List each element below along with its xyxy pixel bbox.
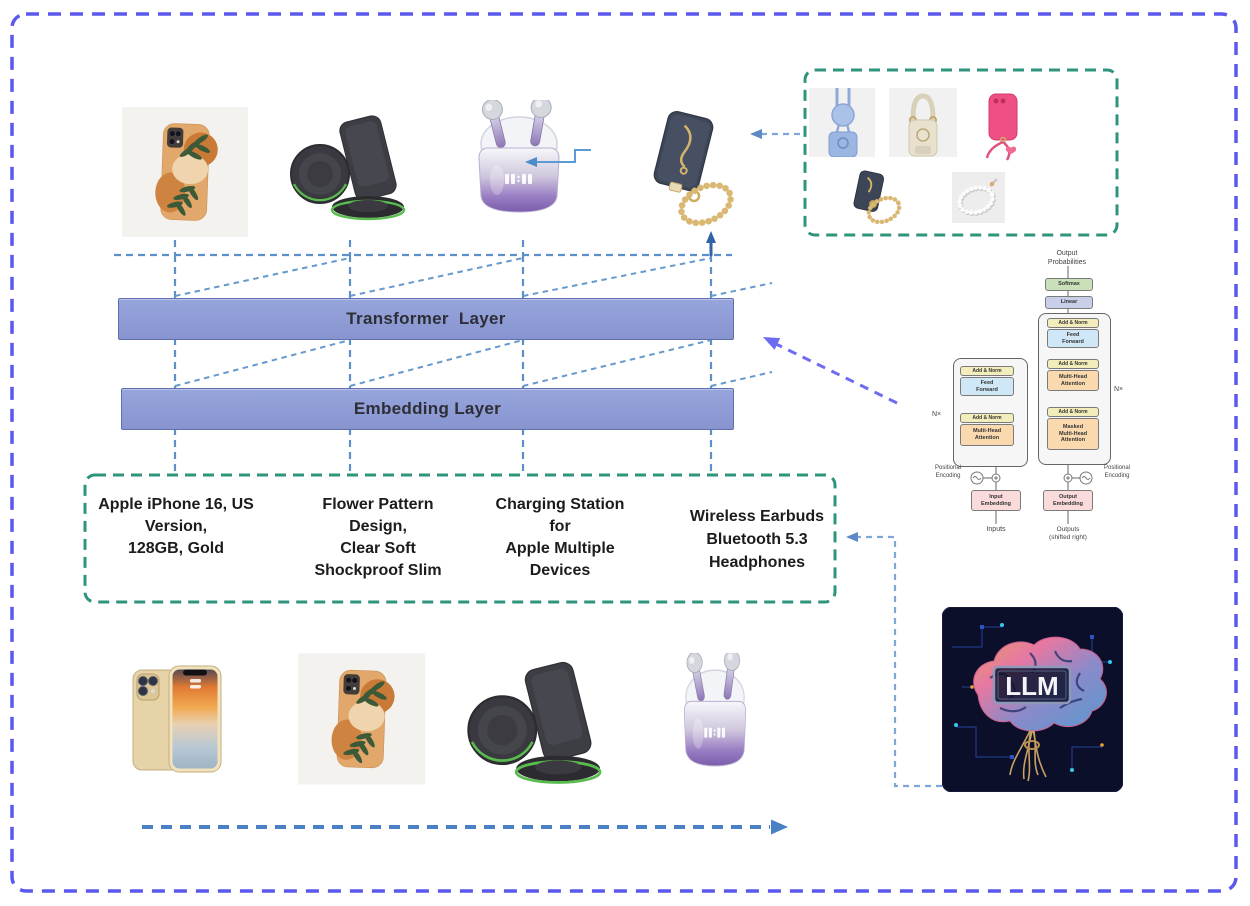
encoder-add-norm-box-2: Add & Norm [960,413,1014,423]
candidate-line: Charging Station [495,496,625,513]
embedding-to-items-verticals [173,428,713,475]
beaded-charm-image [952,172,1005,223]
candidate-line: Apple iPhone 16, US [98,496,254,513]
encoder-feed-forward-box: Feed Forward [960,377,1014,396]
encoder-multi-head-attention-box: Multi-Head Attention [960,424,1014,446]
llm-to-candidates-elbow-line [856,535,942,788]
candidate-line: Wireless Earbuds [689,508,825,525]
decoder-add-norm-box-3: Add & Norm [1047,407,1099,417]
sequence-timeline-arrowhead [771,819,788,835]
candidate-line: 128GB, Gold [127,540,225,557]
candidate-item-earbuds: Wireless Earbuds Bluetooth 5.3 Headphone… [690,505,824,574]
predicted-item-arrowhead [706,231,716,243]
candidate-line: Devices [529,562,591,579]
positional-encoding-label-right: Positional Encoding [1103,465,1130,479]
charging-stand-image-bottom [467,661,602,784]
output-embedding-box: Output Embedding [1043,490,1093,511]
linear-box: Linear [1045,296,1093,309]
flower-case-image [122,107,248,237]
gold-iphone-image [132,665,222,773]
decoder-add-norm-box-2: Add & Norm [1047,359,1099,369]
figure-to-transformer-arrow-line [775,342,898,405]
decoder-feed-forward-box: Feed Forward [1047,329,1099,348]
llm-brain-image: LLM [942,607,1123,792]
beige-strap-case-image [889,88,957,157]
phone-charm-image [653,111,734,227]
candidate-item-charger: Charging Station for Apple Multiple Devi… [496,494,625,582]
candidate-item-case: Flower Pattern Design, Clear Soft Shockp… [314,494,441,582]
candidate-line: Shockproof Slim [314,562,442,579]
decoder-add-norm-box-1: Add & Norm [1047,318,1099,328]
shift-diagonals-upper [174,257,773,297]
outputs-shifted-right-label: Outputs (shifted right) [1049,526,1087,542]
pink-strap-case-image [973,88,1031,162]
shift-diagonals-lower [174,339,773,387]
earbuds-image [478,100,591,213]
encoder-stack-box [953,358,1028,467]
transformer-architecture-figure: Output Probabilities Softmax Linear Add … [930,248,1142,548]
positional-encoding-label-left: Positional Encoding [934,465,961,479]
charging-stand-image [290,115,406,221]
transformer-layer-bar: Transformer Layer [118,298,734,340]
decoder-multi-head-attention-box: Multi-Head Attention [1047,370,1099,391]
candidate-item-iphone: Apple iPhone 16, US Version, 128GB, Gold [98,494,254,560]
candidate-line: for [549,518,571,535]
candidate-line: Headphones [708,554,806,571]
candidate-line: Bluetooth 5.3 [706,531,808,548]
candidate-line: Flower Pattern [322,496,434,513]
masked-multi-head-attention-box: Masked Multi-Head Attention [1047,418,1099,450]
dark-charm-small-image [843,168,910,227]
candidate-line: Apple Multiple [505,540,615,557]
retrieved-to-charm-arrowhead [750,129,762,139]
candidate-line: Design, [349,518,407,535]
positional-encoding-symbols [970,471,1093,485]
outer-dashed-border [10,12,1238,893]
blue-strap-case-image [809,88,875,157]
decoder-n-times-label: N× [1114,386,1124,393]
flower-case-image-bottom [298,653,425,785]
product-to-line-ticks [173,240,525,255]
candidate-line: Version, [144,518,208,535]
softmax-box: Softmax [1045,278,1093,291]
retrieved-items-dashed-box [803,68,1119,237]
llm-label: LLM [1005,671,1058,701]
inputs-label: Inputs [986,526,1006,533]
transformer-to-embedding-verticals [173,338,713,388]
embedding-layer-bar: Embedding Layer [121,388,734,430]
figure-to-transformer-arrowhead [763,337,781,350]
candidate-line: Clear Soft [340,540,416,557]
output-probabilities-label: Output Probabilities [1047,250,1087,266]
earbuds-image-bottom [683,653,747,767]
candidate-items-dashed-box [83,473,837,604]
encoder-add-norm-box-1: Add & Norm [960,366,1014,376]
encoder-n-times-label: N× [932,411,942,418]
input-embedding-box: Input Embedding [971,490,1021,511]
llm-to-candidates-arrowhead [846,532,858,542]
